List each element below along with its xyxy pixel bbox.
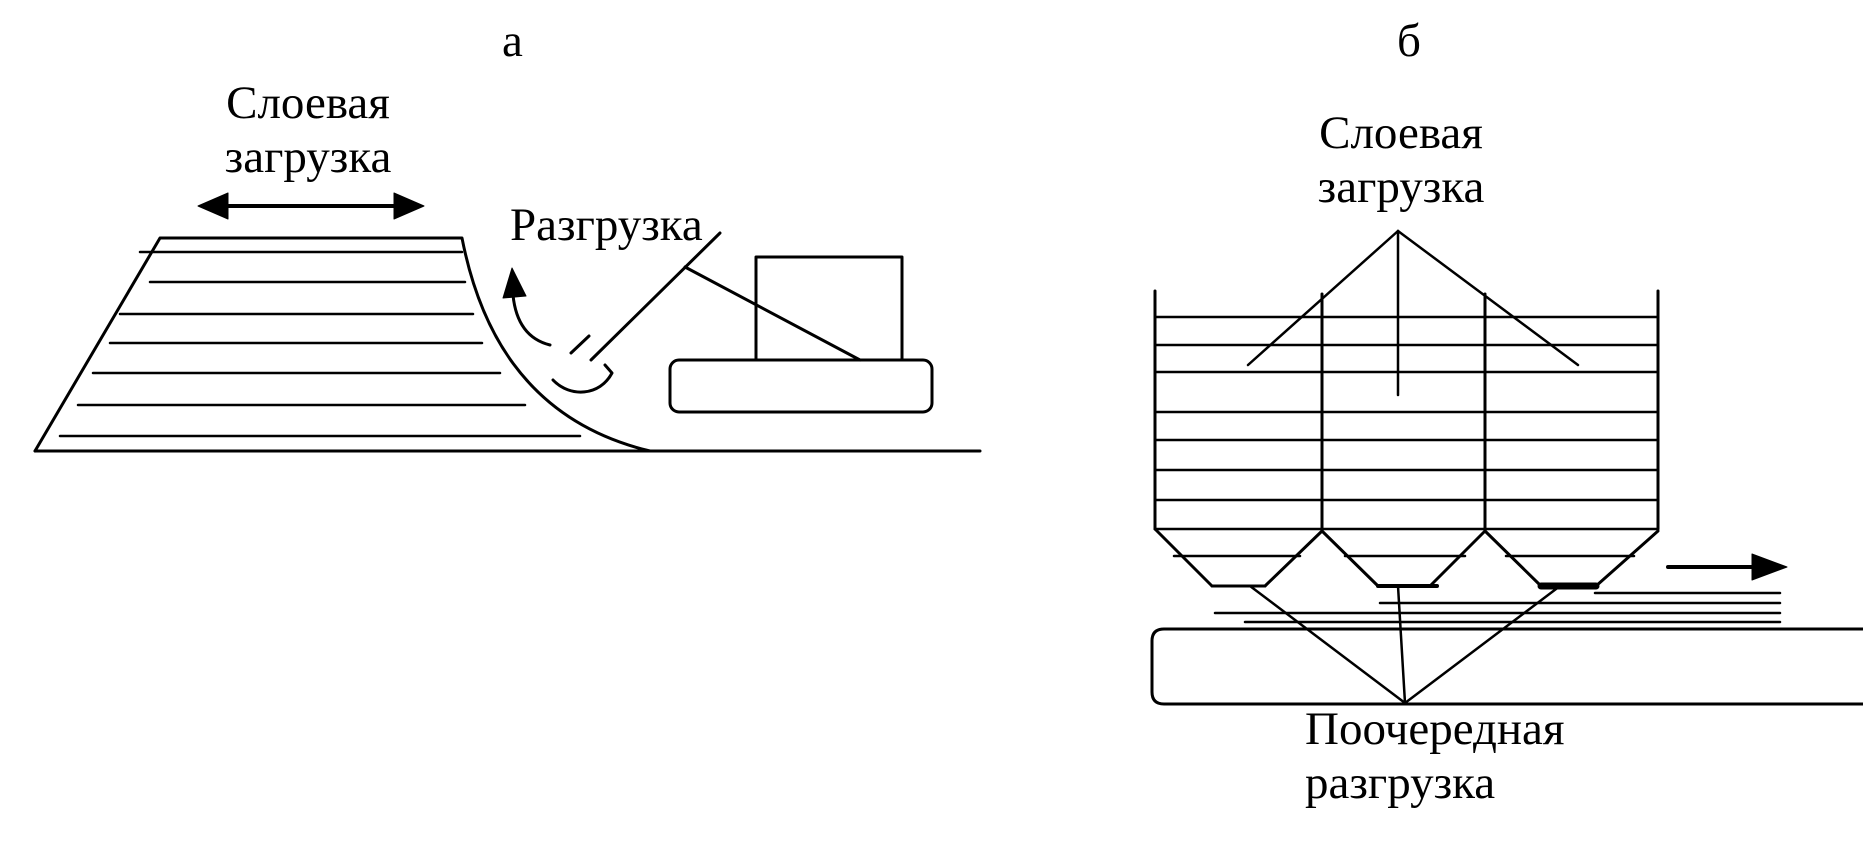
- material-streams: [1215, 593, 1780, 622]
- excavator: [553, 233, 932, 412]
- excavator-boom: [591, 233, 720, 360]
- panel-a-drawing: [35, 193, 980, 451]
- panel-b-sequential-unloading-label: Поочередная разгрузка: [1305, 702, 1565, 810]
- hopper-2: [1322, 531, 1485, 586]
- label-line: Слоевая: [1319, 107, 1483, 159]
- panel-a-letter: а: [502, 15, 523, 67]
- excavator-tracks: [670, 360, 932, 412]
- panel-b-letter: б: [1397, 15, 1421, 67]
- sequential-unloading-leaders: [1250, 586, 1560, 703]
- layer-loading-arrow-a: [198, 193, 424, 219]
- panel-b-drawing: [1152, 231, 1863, 704]
- unloading-arrow: [503, 268, 550, 345]
- hopper-3: [1485, 531, 1658, 586]
- label-line: Слоевая: [226, 77, 390, 129]
- label-line: разгрузка: [1305, 757, 1496, 809]
- label-line: загрузка: [224, 131, 392, 183]
- conveyor-direction-arrow: [1668, 554, 1787, 580]
- label-line: Поочередная: [1305, 703, 1565, 755]
- conveyor-belt: [1152, 629, 1863, 704]
- pile-outline: [35, 238, 650, 451]
- excavator-stick: [685, 267, 860, 360]
- layer-loading-leaders: [1248, 231, 1578, 395]
- panel-a-layer-loading-label: Слоевая загрузка: [208, 76, 408, 184]
- excavator-bucket: [553, 365, 612, 392]
- panel-a-unloading-label: Разгрузка: [510, 199, 703, 251]
- bucket-pin: [571, 336, 589, 353]
- panel-b-layer-loading-label: Слоевая загрузка: [1292, 106, 1510, 214]
- bunker-layers: [1155, 317, 1658, 529]
- hopper-1: [1155, 529, 1322, 586]
- label-line: загрузка: [1317, 161, 1485, 213]
- pile-layers: [60, 252, 580, 436]
